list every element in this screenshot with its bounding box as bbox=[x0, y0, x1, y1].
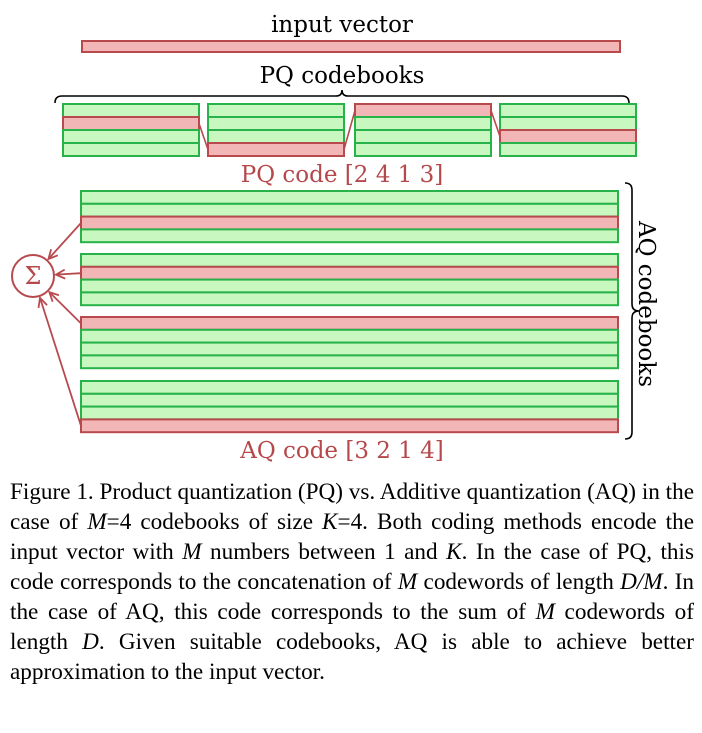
pq-selected-codeword bbox=[354, 103, 492, 118]
pq-codebook bbox=[62, 103, 200, 157]
input-vector-label: input vector bbox=[271, 12, 413, 38]
caption-var-k: K bbox=[446, 539, 462, 565]
pq-codebooks-label: PQ codebooks bbox=[260, 63, 425, 89]
sum-arrow bbox=[47, 222, 82, 260]
pq-selected-codeword bbox=[62, 116, 200, 131]
aq-selected-codeword bbox=[80, 418, 619, 434]
aq-codebooks-brace bbox=[624, 182, 640, 440]
sum-arrow bbox=[39, 297, 82, 427]
pq-codeword bbox=[499, 116, 637, 131]
caption-text: . In the case of AQ, this code correspon… bbox=[10, 569, 694, 625]
caption-text: . In the case of PQ, this code correspon… bbox=[10, 539, 694, 595]
sum-arrow bbox=[48, 291, 82, 325]
caption-var-m: M bbox=[87, 509, 107, 535]
caption-var-m: M bbox=[182, 539, 202, 565]
pq-codeword bbox=[354, 116, 492, 131]
caption-text: codewords of length bbox=[417, 569, 621, 595]
caption-var-dm: D/M bbox=[620, 569, 663, 595]
aq-codeword bbox=[80, 190, 619, 205]
pq-codeword bbox=[499, 103, 637, 118]
pq-codeword bbox=[207, 103, 345, 118]
pq-connector bbox=[343, 110, 356, 150]
arrow-head bbox=[47, 249, 59, 261]
caption-text: =4. Both coding methods encode the input… bbox=[10, 509, 694, 565]
caption-text: . Given suitable codebooks, AQ is able t… bbox=[10, 629, 694, 685]
pq-codebook bbox=[207, 103, 345, 157]
quantization-diagram: input vector PQ codebooks PQ code [2 4 1… bbox=[11, 12, 659, 464]
arrow-head bbox=[37, 295, 48, 308]
aq-codeword bbox=[80, 228, 619, 244]
pq-connector bbox=[490, 110, 501, 137]
aq-code-label: AQ code [3 2 1 4] bbox=[239, 438, 444, 464]
pq-code-label: PQ code [2 4 1 3] bbox=[241, 162, 443, 188]
sum-circle bbox=[11, 254, 55, 298]
aq-codeword bbox=[80, 405, 619, 421]
aq-codeword bbox=[80, 341, 619, 357]
input-vector-bar bbox=[81, 40, 621, 53]
pq-codeword bbox=[207, 116, 345, 131]
aq-codeword bbox=[80, 278, 619, 294]
pq-codebooks bbox=[62, 103, 637, 157]
aq-codebook bbox=[80, 253, 619, 307]
pq-codeword bbox=[62, 129, 200, 144]
caption-text: numbers between 1 and bbox=[201, 539, 447, 565]
pq-selected-codeword bbox=[207, 142, 345, 157]
pq-codeword bbox=[62, 142, 200, 157]
aq-selected-codeword bbox=[80, 215, 619, 231]
caption-var-d: D bbox=[82, 629, 99, 655]
caption-text: Figure 1. Product quantization (PQ) vs. … bbox=[10, 479, 694, 535]
pq-codeword bbox=[499, 142, 637, 157]
caption-text: codewords of length bbox=[10, 599, 694, 655]
caption-var-k: K bbox=[322, 509, 338, 535]
aq-selected-codeword bbox=[80, 316, 619, 331]
aq-codebooks-label: AQ codebooks bbox=[633, 220, 659, 387]
pq-selected-codeword bbox=[499, 129, 637, 144]
aq-codebook bbox=[80, 380, 619, 434]
pq-connector bbox=[198, 123, 209, 150]
aq-codeword bbox=[80, 291, 619, 307]
aq-codeword bbox=[80, 354, 619, 370]
figure-caption: Figure 1. Product quantization (PQ) vs. … bbox=[10, 477, 694, 687]
pq-codeword bbox=[354, 129, 492, 144]
caption-text: =4 codebooks of size bbox=[106, 509, 323, 535]
caption-var-m: M bbox=[535, 599, 555, 625]
arrow-head bbox=[47, 290, 60, 302]
aq-codeword bbox=[80, 392, 619, 408]
aq-codeword bbox=[80, 328, 619, 344]
pq-codebook bbox=[354, 103, 492, 157]
arrow-head bbox=[53, 268, 66, 280]
sum-arrows bbox=[37, 222, 82, 427]
aq-codeword bbox=[80, 253, 619, 268]
pq-codebook bbox=[499, 103, 637, 157]
pq-codeword bbox=[354, 142, 492, 157]
aq-codebook bbox=[80, 190, 619, 244]
sum-arrow bbox=[55, 272, 82, 276]
aq-codebooks bbox=[80, 190, 619, 434]
aq-codeword bbox=[80, 202, 619, 218]
aq-codebook bbox=[80, 316, 619, 370]
pq-codebooks-brace bbox=[54, 89, 630, 104]
aq-codeword bbox=[80, 380, 619, 395]
sum-symbol: Σ bbox=[25, 262, 42, 290]
pq-codeword bbox=[62, 103, 200, 118]
aq-selected-codeword bbox=[80, 265, 619, 281]
caption-var-m: M bbox=[397, 569, 418, 595]
pq-codeword bbox=[207, 129, 345, 144]
